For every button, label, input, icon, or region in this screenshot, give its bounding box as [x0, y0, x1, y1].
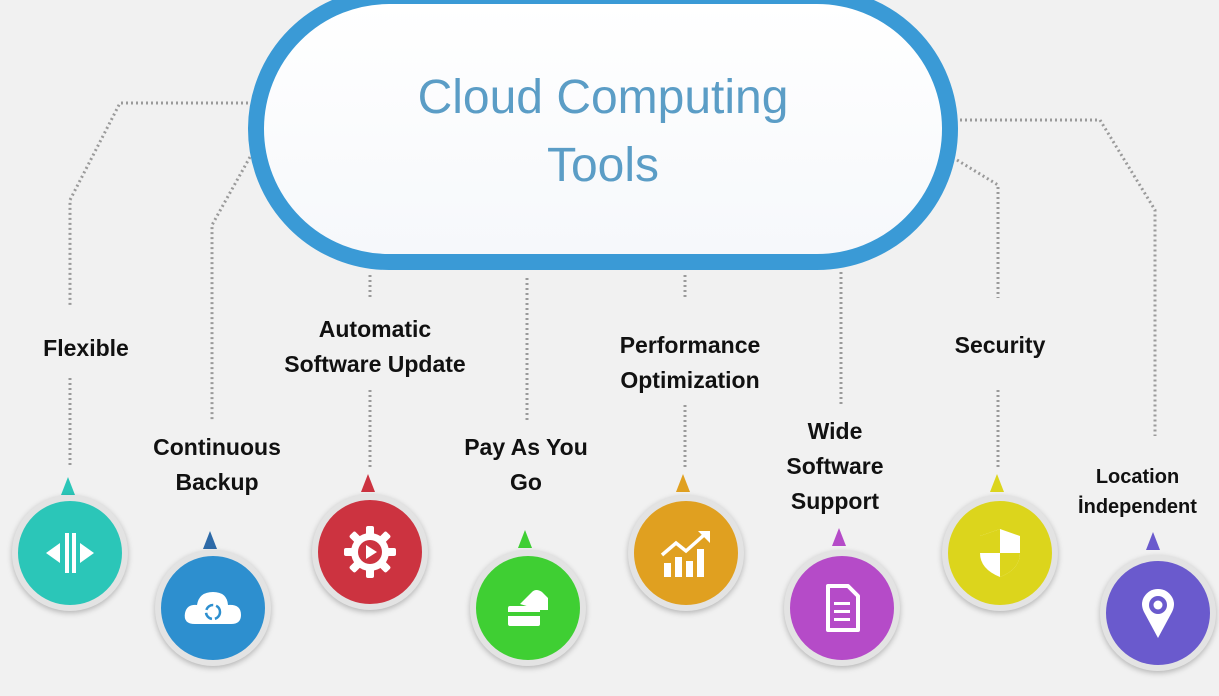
tool-automatic-software-update [312, 494, 428, 610]
pointer-location-independent [1146, 532, 1160, 550]
tool-label-security: Security [954, 332, 1046, 358]
tool-location-independent [1100, 555, 1216, 671]
pointer-pay-as-you-go [518, 530, 532, 548]
tool-security [942, 495, 1058, 611]
tool-label-automatic-software-update: Automatic Software Update [284, 316, 466, 377]
resize-arrows-icon [46, 533, 94, 573]
tool-label-location-independent: Location İndependent [1078, 466, 1197, 518]
cloud-banner: Cloud Computing Tools [248, 0, 958, 270]
pointer-security [990, 474, 1004, 492]
pointer-automatic-software-update [361, 474, 375, 492]
tool-label-flexible: Flexible [43, 335, 129, 361]
diagram-title: Cloud Computing Tools [417, 71, 789, 192]
tool-performance-optimization [628, 495, 744, 611]
tool-wide-software-support [784, 550, 900, 666]
tool-label-pay-as-you-go: Pay As You Go [464, 434, 588, 495]
pointer-continuous-backup [203, 531, 217, 549]
shield-icon [980, 529, 1020, 577]
document-icon [826, 584, 860, 632]
gear-play-icon [344, 526, 396, 578]
pointer-flexible [61, 477, 75, 495]
payment-card-icon [508, 590, 548, 626]
tool-label-continuous-backup: Continuous Backup [153, 434, 281, 495]
growth-chart-icon [660, 531, 710, 577]
cloud-sync-icon [184, 592, 241, 624]
tool-continuous-backup [155, 550, 271, 666]
tool-label-performance-optimization: Performance Optimization [619, 332, 761, 393]
location-pin-icon [1142, 589, 1174, 638]
tool-label-wide-software-support: Wide Software Support [786, 418, 884, 514]
pointer-performance-optimization [676, 474, 690, 492]
pointer-wide-software-support [832, 528, 846, 546]
tool-pay-as-you-go [470, 550, 586, 666]
tool-flexible [12, 495, 128, 611]
